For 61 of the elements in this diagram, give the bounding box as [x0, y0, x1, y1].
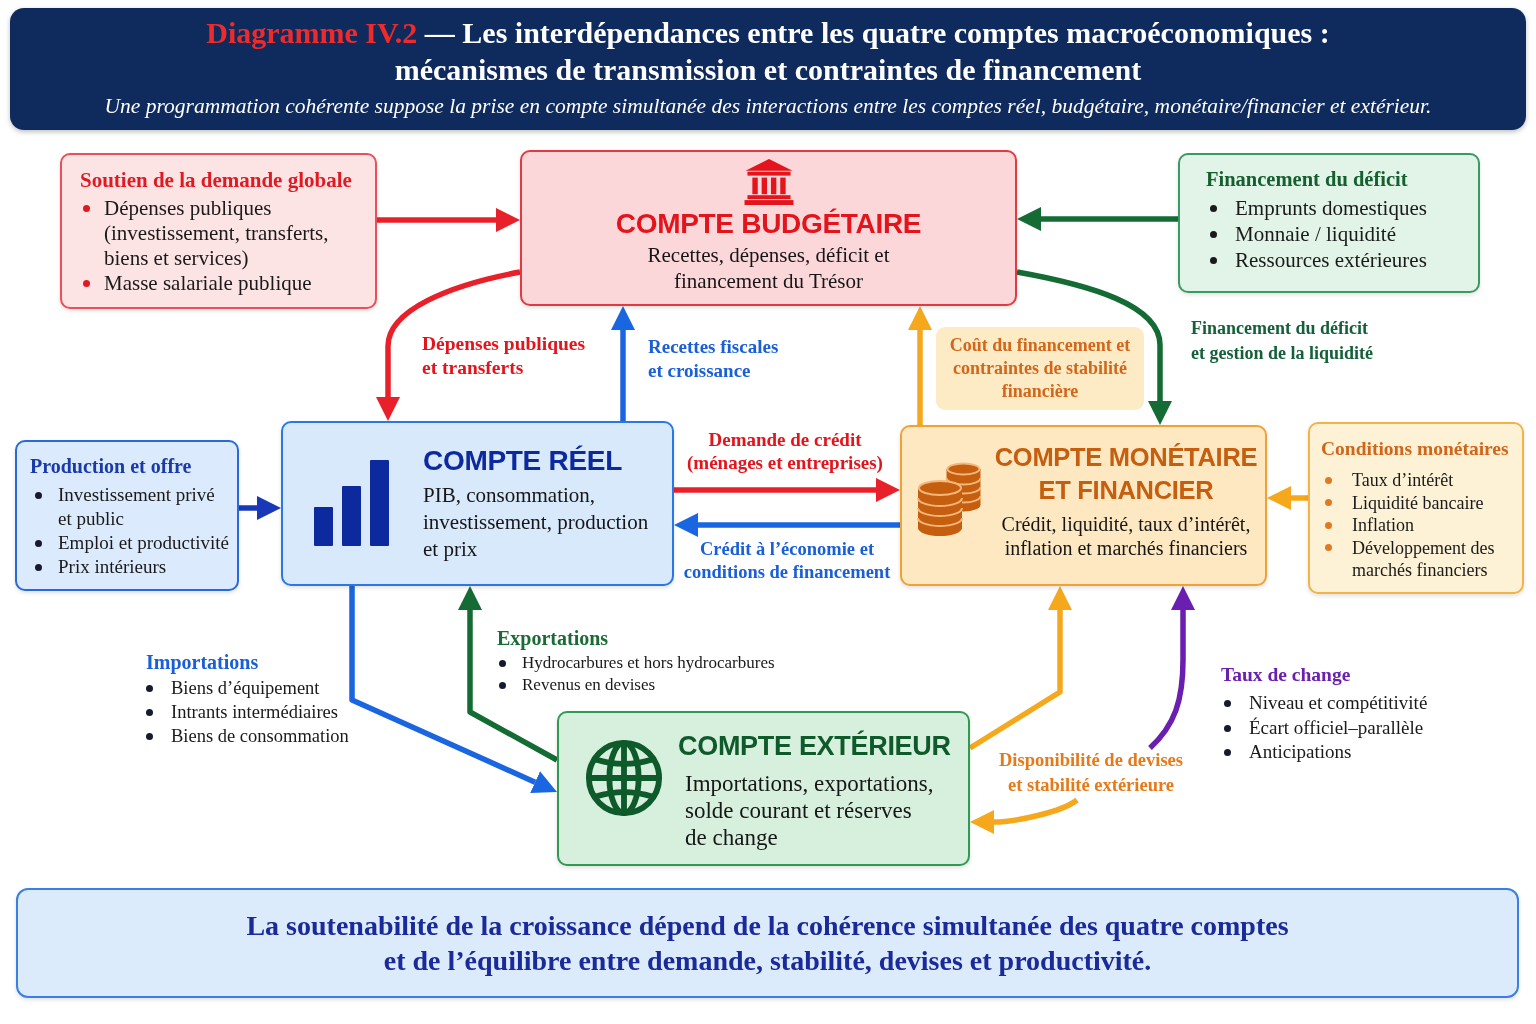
subtitle: Une programmation cohérente suppose la prise en compte simultanée des interactions entre les comptes réel, budgétaire, monétaire/financier et extérieur.	[104, 93, 1432, 120]
bullet-item: Niveau et compétitivité	[1224, 691, 1428, 715]
arrow	[611, 306, 635, 421]
account-title: COMPTE RÉEL	[423, 444, 622, 478]
bullet-item: Intrants intermédiaires	[146, 701, 338, 724]
account-title: COMPTE MONÉTAIRE ET FINANCIER	[993, 442, 1259, 506]
bullet-item: Écart officiel–parallèle	[1224, 716, 1424, 740]
account-box	[900, 425, 1267, 586]
bullet-item: Développement des marchés financiers	[1321, 536, 1518, 582]
flow-label: Disponibilité de devises et stabilité extérieure	[993, 748, 1189, 798]
arrow	[674, 513, 900, 537]
account-description: PIB, consommation, investissement, production et prix	[423, 482, 650, 563]
account-description: Recettes, dépenses, déficit et financement du Trésor	[646, 242, 891, 294]
box-heading: Conditions monétaires	[1321, 437, 1509, 461]
arrow	[349, 586, 557, 794]
arrow	[1267, 486, 1308, 510]
bullet-item: Hydrocarbures et hors hydrocarbures	[499, 652, 775, 674]
arrow	[1148, 586, 1195, 750]
edge-label: Coût du financement et contraintes de stabilité financière	[936, 327, 1144, 410]
info-box	[60, 153, 377, 309]
bullet-item: Dépenses publiques (investissement, transferts, biens et services)	[80, 196, 365, 271]
arrow	[1017, 207, 1178, 231]
arrow	[376, 269, 521, 421]
arrow	[970, 797, 1079, 834]
bullet-item: Taux d’intérêt	[1321, 469, 1454, 492]
account-box	[281, 421, 674, 586]
account-box	[520, 150, 1017, 306]
bullet-item: Revenus en devises	[499, 674, 656, 696]
info-box	[15, 440, 239, 591]
account-description: Importations, exportations, solde courant et réserves de change	[685, 770, 935, 851]
bullet-item: Anticipations	[1224, 740, 1352, 764]
bullet-item: Monnaie / liquidité	[1206, 221, 1396, 247]
account-title: COMPTE BUDGÉTAIRE	[615, 207, 922, 241]
bullet-item: Inflation	[1321, 514, 1414, 537]
bullet-item: Biens d’équipement	[146, 677, 320, 700]
bullet-item: Emprunts domestiques	[1206, 195, 1427, 221]
arrow	[1016, 269, 1172, 425]
bullet-item: Prix intérieurs	[30, 555, 167, 579]
account-description: Crédit, liquidité, taux d’intérêt, inflation et marchés financiers	[1000, 512, 1252, 560]
account-title: COMPTE EXTÉRIEUR	[678, 729, 951, 763]
bullet-item: Biens de consommation	[146, 725, 349, 748]
bullet-item: Liquidité bancaire	[1321, 491, 1484, 514]
arrow	[968, 586, 1072, 751]
bullet-item: Emploi et productivité	[30, 531, 229, 555]
info-box	[1308, 422, 1524, 594]
box-heading: Soutien de la demande globale	[80, 167, 352, 193]
bullet-item: Investissement privé et public	[30, 483, 230, 531]
arrow	[458, 586, 559, 763]
arrow	[908, 306, 932, 425]
info-box	[1178, 153, 1480, 293]
bullet-item: Ressources extérieures	[1206, 247, 1427, 273]
box-heading: Financement du déficit	[1206, 167, 1408, 192]
box-heading: Production et offre	[30, 454, 192, 479]
account-box	[557, 711, 970, 866]
arrow	[377, 208, 520, 232]
figure-number: Diagramme IV.2	[206, 16, 418, 49]
summary-text: La soutenabilité de la croissance dépend de la cohérence simultanée des quatre comptes et de l’équilibre entre demande, stabilité, devises et productivité.	[245, 909, 1290, 978]
arrow	[239, 496, 281, 520]
bullet-item: Masse salariale publique	[80, 271, 312, 296]
summary-banner	[16, 888, 1519, 998]
arrow	[674, 478, 900, 502]
